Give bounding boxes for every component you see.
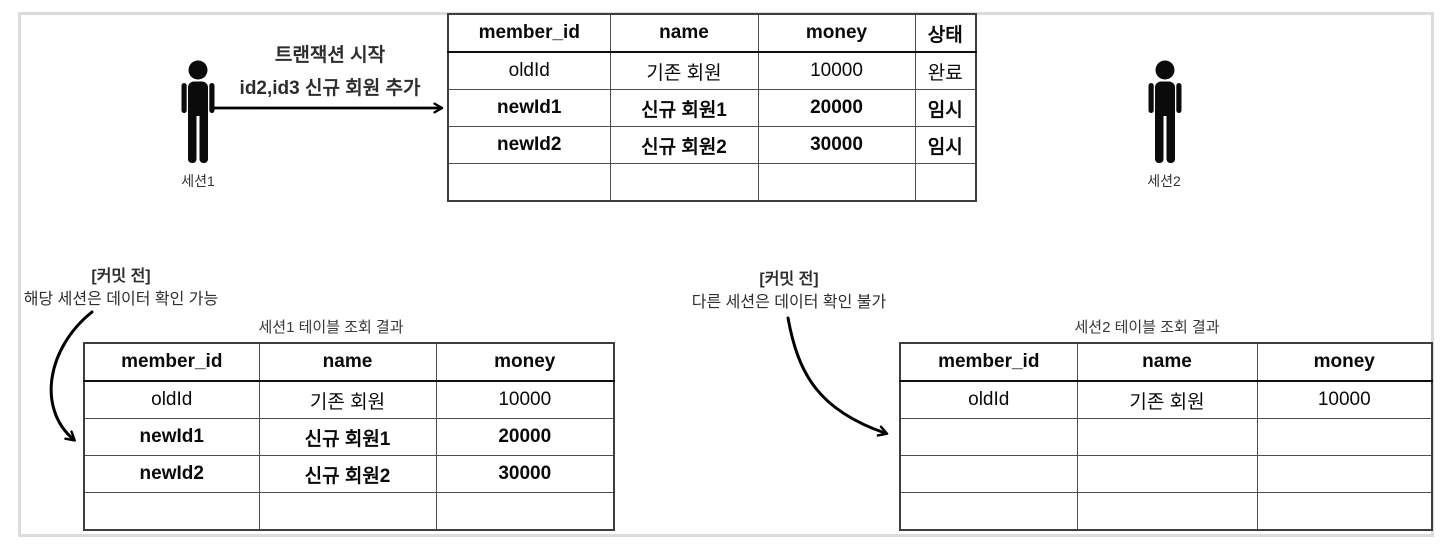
table-cell	[1256, 492, 1433, 531]
transaction-label-line2: id2,id3 신규 회원 추가	[239, 78, 421, 99]
table-cell: oldId	[899, 380, 1078, 419]
table-cell: 기존 회원	[258, 380, 437, 419]
table-cell	[609, 163, 759, 202]
table-cell	[899, 455, 1078, 493]
table-cell	[258, 492, 437, 531]
table-row	[447, 163, 977, 202]
table-header-cell: member_id	[447, 13, 611, 53]
table-cell	[1076, 492, 1258, 531]
table-cell: 완료	[914, 51, 977, 90]
table-header-cell: money	[1256, 342, 1433, 382]
session2-label: 세션2	[1147, 173, 1181, 189]
table-row	[899, 492, 1433, 531]
right-note-title: [커밋 전]	[759, 271, 819, 288]
table-cell: newId1	[83, 418, 260, 456]
table-cell: 30000	[757, 126, 916, 164]
left-note-text: 해당 세션은 데이터 확인 가능	[23, 291, 219, 308]
table-cell: newId1	[447, 89, 611, 127]
transaction-arrow-icon	[213, 102, 444, 114]
right-curved-arrow-icon	[786, 316, 889, 437]
session1-table-title: 세션1 테이블 조회 결과	[258, 319, 404, 336]
table-cell	[1256, 418, 1433, 456]
table-cell	[83, 492, 260, 531]
table-cell: 기존 회원	[1076, 380, 1258, 419]
table-cell: newId2	[83, 455, 260, 493]
table-header-cell: name	[258, 342, 437, 382]
table-cell: 신규 회원1	[609, 89, 759, 127]
table-cell: 10000	[757, 51, 916, 90]
table-cell: newId2	[447, 126, 611, 164]
table-header-cell: 상태	[914, 13, 977, 53]
table-cell	[914, 163, 977, 202]
left-note-title: [커밋 전]	[91, 268, 151, 285]
table-cell: 임시	[914, 89, 977, 127]
table-cell	[447, 163, 611, 202]
table-cell: 20000	[435, 418, 615, 456]
table-header-cell: member_id	[899, 342, 1078, 382]
table-cell	[1076, 455, 1258, 493]
table-cell	[899, 418, 1078, 456]
table-row	[899, 455, 1433, 493]
table-cell	[1076, 418, 1258, 456]
transaction-label-line1: 트랜잭션 시작	[274, 45, 386, 66]
table-cell: 임시	[914, 126, 977, 164]
table-header-cell: money	[757, 13, 916, 53]
right-note-text: 다른 세션은 데이터 확인 불가	[691, 294, 887, 311]
table-cell: 신규 회원2	[609, 126, 759, 164]
session1-label: 세션1	[181, 173, 215, 189]
table-header-cell: member_id	[83, 342, 260, 382]
table-cell: 신규 회원2	[258, 455, 437, 493]
left-curved-arrow-icon	[49, 310, 94, 442]
person-icon-session2	[1148, 60, 1182, 163]
table-row	[83, 492, 615, 531]
person-icon-session1	[181, 60, 215, 163]
table-cell: 10000	[1256, 380, 1433, 419]
table-header-cell: money	[435, 342, 615, 382]
table-cell	[435, 492, 615, 531]
table-header-cell: name	[609, 13, 759, 53]
session2-table-title: 세션2 테이블 조회 결과	[1074, 319, 1220, 336]
table-cell	[757, 163, 916, 202]
table-row	[899, 418, 1433, 456]
table-cell: 신규 회원1	[258, 418, 437, 456]
table-cell: oldId	[83, 380, 260, 419]
table-cell	[1256, 455, 1433, 493]
table-cell: 30000	[435, 455, 615, 493]
table-cell: 기존 회원	[609, 51, 759, 90]
table-header-cell: name	[1076, 342, 1258, 382]
table-cell	[899, 492, 1078, 531]
table-cell: 10000	[435, 380, 615, 419]
table-cell: oldId	[447, 51, 611, 90]
table-cell: 20000	[757, 89, 916, 127]
